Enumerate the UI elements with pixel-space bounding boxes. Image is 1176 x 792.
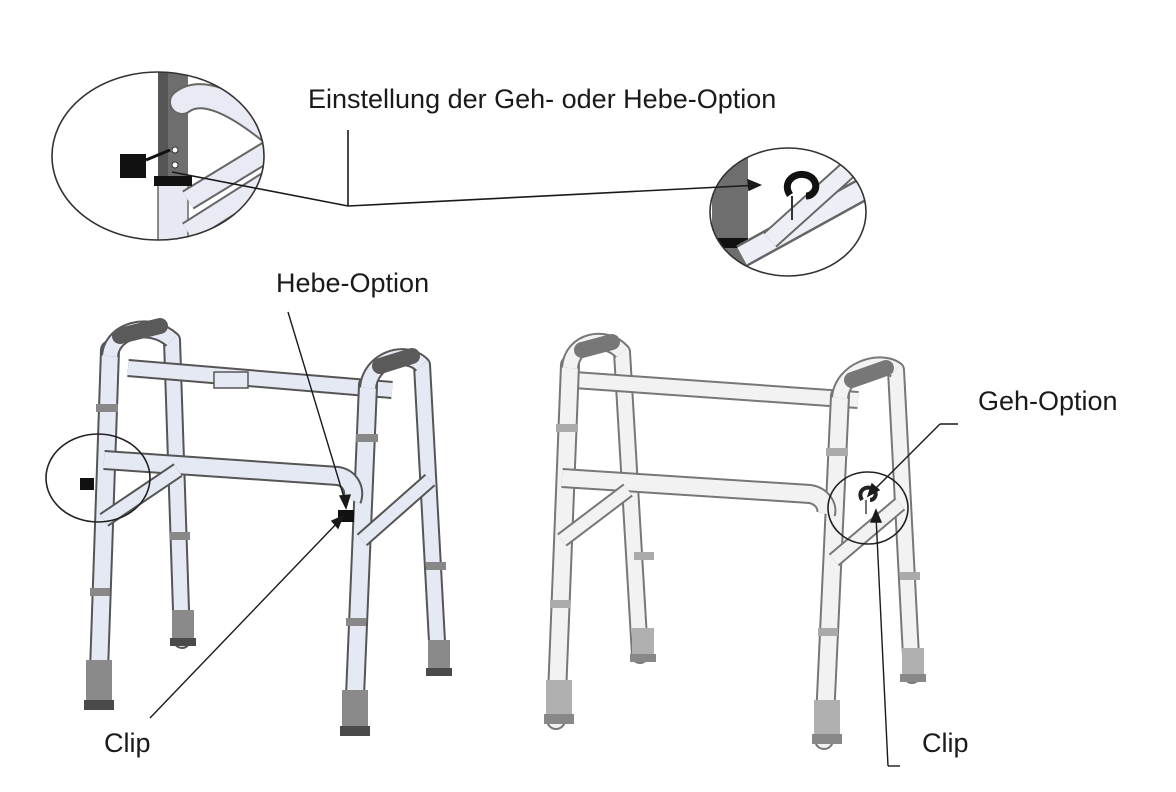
leader-clip-right (869, 508, 900, 767)
detail-inset-hebe (51, 71, 265, 241)
callout-circle-left (45, 433, 151, 523)
label-main-adjustment: Einstellung der Geh- oder Hebe-Option (308, 84, 777, 114)
clip-detail-b (784, 170, 820, 200)
leader-lines-main (171, 130, 763, 207)
label-geh-option: Geh-Option (978, 386, 1118, 416)
walker-left (80, 318, 452, 736)
leader-clip-left (149, 514, 345, 719)
detail-inset-geh (709, 147, 867, 277)
label-clip-left: Clip (104, 728, 151, 758)
clip-detail-a (120, 154, 146, 178)
leader-geh-option (866, 423, 958, 498)
clip-left-walker-a (80, 478, 94, 490)
label-clip-right: Clip (922, 728, 969, 758)
leader-hebe-option (287, 311, 351, 510)
callout-circle-right (827, 471, 909, 545)
walker-right (544, 332, 926, 750)
label-hebe-option: Hebe-Option (276, 268, 430, 298)
